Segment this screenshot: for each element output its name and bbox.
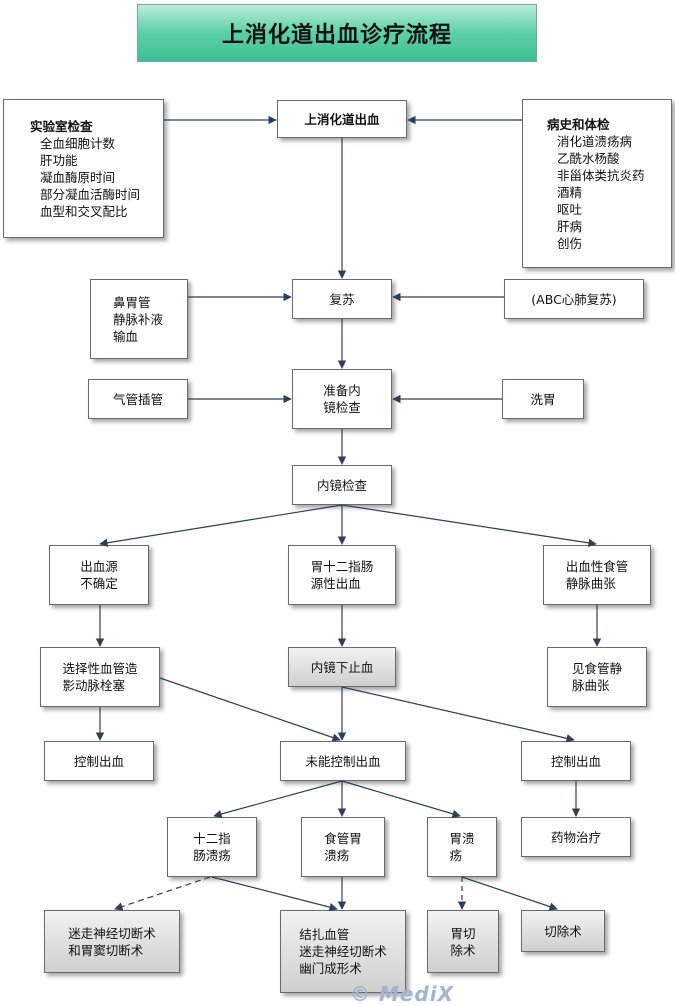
- node-label: 镜检查: [323, 400, 361, 415]
- node-label: 迷走神经切断术: [299, 944, 387, 959]
- history-item: 酒精: [557, 185, 583, 200]
- node-support: 鼻胃管 静脉补液 输血: [90, 279, 188, 359]
- history-item: 消化道溃疡病: [557, 134, 633, 149]
- node-label: 除术: [450, 942, 476, 958]
- lab-item: 肝功能: [40, 153, 78, 168]
- node-variceal-bleeding: 出血性食管静脉曲张: [543, 545, 651, 605]
- node-gastric-ulcer: 胃溃疡: [427, 817, 497, 877]
- node-label: 影动脉栓塞: [62, 678, 125, 693]
- node-label: 输血: [113, 329, 139, 344]
- node-label: 见食管静: [571, 661, 622, 676]
- history-item: 乙酰水杨酸: [557, 151, 620, 166]
- node-label: 未能控制出血: [305, 753, 381, 769]
- node-label: 上消化道出血: [304, 111, 380, 127]
- node-intubation: 气管插管: [88, 379, 188, 419]
- node-endoscopic-hemostasis: 内镜下止血: [288, 647, 396, 687]
- node-label: 选择性血管造: [62, 661, 138, 676]
- node-esophagogastric-ulcer: 食管胃溃疡: [301, 817, 385, 877]
- history-panel: 病史和体检 消化道溃疡病 乙酰水杨酸 非甾体类抗炎药 酒精 呕吐 肝病 创伤: [522, 99, 672, 268]
- node-label: 源性出血: [310, 576, 361, 591]
- node-label: 洗胃: [530, 391, 556, 407]
- node-label: 肠溃疡: [193, 848, 231, 863]
- node-label: 不确定: [80, 576, 118, 591]
- page-title: 上消化道出血诊疗流程: [137, 4, 537, 62]
- node-ligation-pyloroplasty: 结扎血管迷走神经切断术幽门成形术: [280, 910, 406, 993]
- node-label: 出血源: [80, 559, 118, 574]
- arrow-duod-to-vagotomy: [114, 876, 211, 911]
- history-item: 肝病: [557, 219, 583, 234]
- node-label: 静脉曲张: [565, 576, 616, 591]
- node-label: 胃溃: [449, 831, 475, 846]
- node-label: (ABC心肺复苏): [531, 291, 617, 307]
- lab-item: 血型和交叉配比: [40, 204, 128, 219]
- node-label: 溃疡: [324, 848, 350, 863]
- node-label: 胃切: [450, 925, 476, 941]
- node-not-controlled: 未能控制出血: [280, 741, 406, 781]
- arrow-hemo-to-ctrlright: [341, 686, 575, 743]
- node-source-unknown: 出血源不确定: [49, 545, 149, 605]
- node-label: 食管胃: [324, 831, 362, 846]
- arrow-angio-to-notctrl: [159, 677, 341, 742]
- node-label: 和胃窦切断术: [68, 942, 144, 958]
- node-label: 复苏: [329, 291, 355, 307]
- history-item: 呕吐: [557, 202, 583, 217]
- node-see-varices: 见食管静脉曲张: [547, 647, 647, 707]
- node-gastrectomy: 胃切除术: [427, 910, 499, 973]
- node-label: 胃十二指肠: [310, 559, 374, 574]
- lab-item: 凝血酶原时间: [40, 170, 116, 185]
- node-label: 脉曲张: [571, 678, 610, 693]
- lab-item: 全血细胞计数: [40, 136, 116, 151]
- node-label: 出血性食管: [565, 559, 629, 574]
- node-label: 鼻胃管: [113, 295, 151, 310]
- node-label: 控制出血: [73, 753, 124, 769]
- arrow-endo-to-unknown: [99, 504, 343, 547]
- node-gastroduodenal-source: 胃十二指肠源性出血: [288, 545, 396, 605]
- node-label: 幽门成形术: [299, 961, 362, 976]
- node-resection: 切除术: [521, 910, 605, 952]
- history-heading: 病史和体检: [547, 117, 610, 132]
- node-vagotomy-antrectomy: 迷走神经切断术和胃窦切断术: [44, 910, 180, 973]
- node-ugib: 上消化道出血: [277, 100, 407, 138]
- arrow-gastric-to-resection: [461, 876, 558, 911]
- history-item: 非甾体类抗炎药: [557, 168, 645, 183]
- node-endoscopy-prep: 准备内镜检查: [292, 369, 392, 429]
- node-label: 十二指: [193, 831, 231, 846]
- node-label: 迷走神经切断术: [68, 925, 156, 941]
- node-label: 疡: [449, 848, 462, 863]
- node-endoscopy: 内镜检查: [292, 465, 392, 505]
- node-label: 控制出血: [550, 753, 601, 769]
- lab-item: 部分凝血活酶时间: [40, 187, 141, 202]
- node-label: 内镜下止血: [310, 659, 374, 675]
- arrow-duod-to-ligation: [211, 876, 338, 912]
- node-control-left: 控制出血: [44, 741, 154, 781]
- arrow-notctrl-to-duod: [213, 780, 343, 819]
- node-gastric-lavage: 洗胃: [502, 379, 584, 419]
- node-duodenal-ulcer: 十二指肠溃疡: [167, 817, 257, 877]
- node-drug-therapy: 药物治疗: [521, 817, 631, 857]
- node-label: 结扎血管: [299, 927, 350, 942]
- lab-heading: 实验室检查: [30, 119, 93, 134]
- node-control-right: 控制出血: [521, 741, 631, 781]
- node-label: 药物治疗: [550, 829, 601, 845]
- node-angio-embolization: 选择性血管造影动脉栓塞: [40, 647, 160, 707]
- node-label: 切除术: [544, 923, 582, 939]
- node-label: 静脉补液: [113, 312, 164, 327]
- lab-tests-panel: 实验室检查 全血细胞计数 肝功能 凝血酶原时间 部分凝血活酶时间 血型和交叉配比: [3, 99, 164, 238]
- arrow-notctrl-to-gastric: [341, 780, 461, 818]
- node-label: 内镜检查: [316, 477, 367, 493]
- arrow-endo-to-varix: [341, 504, 597, 548]
- watermark: © MediX: [350, 982, 455, 1006]
- node-label: 气管插管: [112, 391, 163, 407]
- node-resuscitation: 复苏: [292, 279, 392, 319]
- node-label: 准备内: [323, 383, 361, 398]
- node-abc: (ABC心肺复苏): [504, 279, 644, 319]
- history-item: 创伤: [557, 236, 583, 251]
